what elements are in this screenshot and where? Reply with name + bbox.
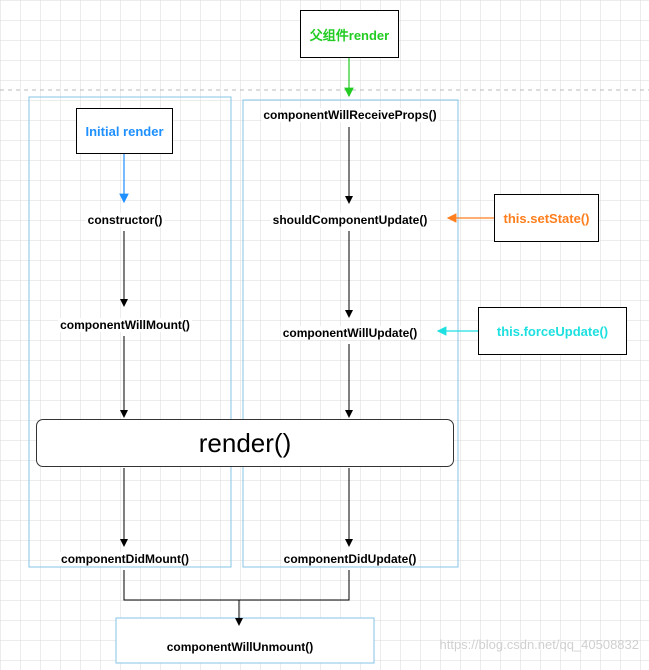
did-update-label: componentDidUpdate() [281,552,419,566]
force-update-label: this.forceUpdate() [496,323,609,339]
render-label: render() [198,427,292,458]
will-mount-label: componentWillMount() [58,318,192,332]
update-frame [242,99,459,568]
initial-render-box: Initial render [76,108,173,154]
will-update-label: componentWillUpdate() [280,326,420,340]
mount-frame [28,96,232,568]
constructor-label: constructor() [85,213,165,227]
will-receive-props-label: componentWillReceiveProps() [261,108,439,122]
unmount-frame [115,617,375,664]
force-update-box: this.forceUpdate() [478,307,627,355]
will-unmount-label: componentWillUnmount() [166,640,314,654]
did-mount-label: componentDidMount() [59,552,191,566]
parent-render-label: 父组件render [309,27,390,43]
set-state-label: this.setState() [503,210,590,226]
watermark: https://blog.csdn.net/qq_40508832 [439,637,640,652]
should-update-label: shouldComponentUpdate() [270,213,430,227]
initial-render-label: Initial render [85,123,164,139]
render-box: render() [36,419,454,467]
parent-render-box: 父组件render [300,10,399,58]
set-state-box: this.setState() [494,194,599,242]
merge-connector [123,570,350,601]
